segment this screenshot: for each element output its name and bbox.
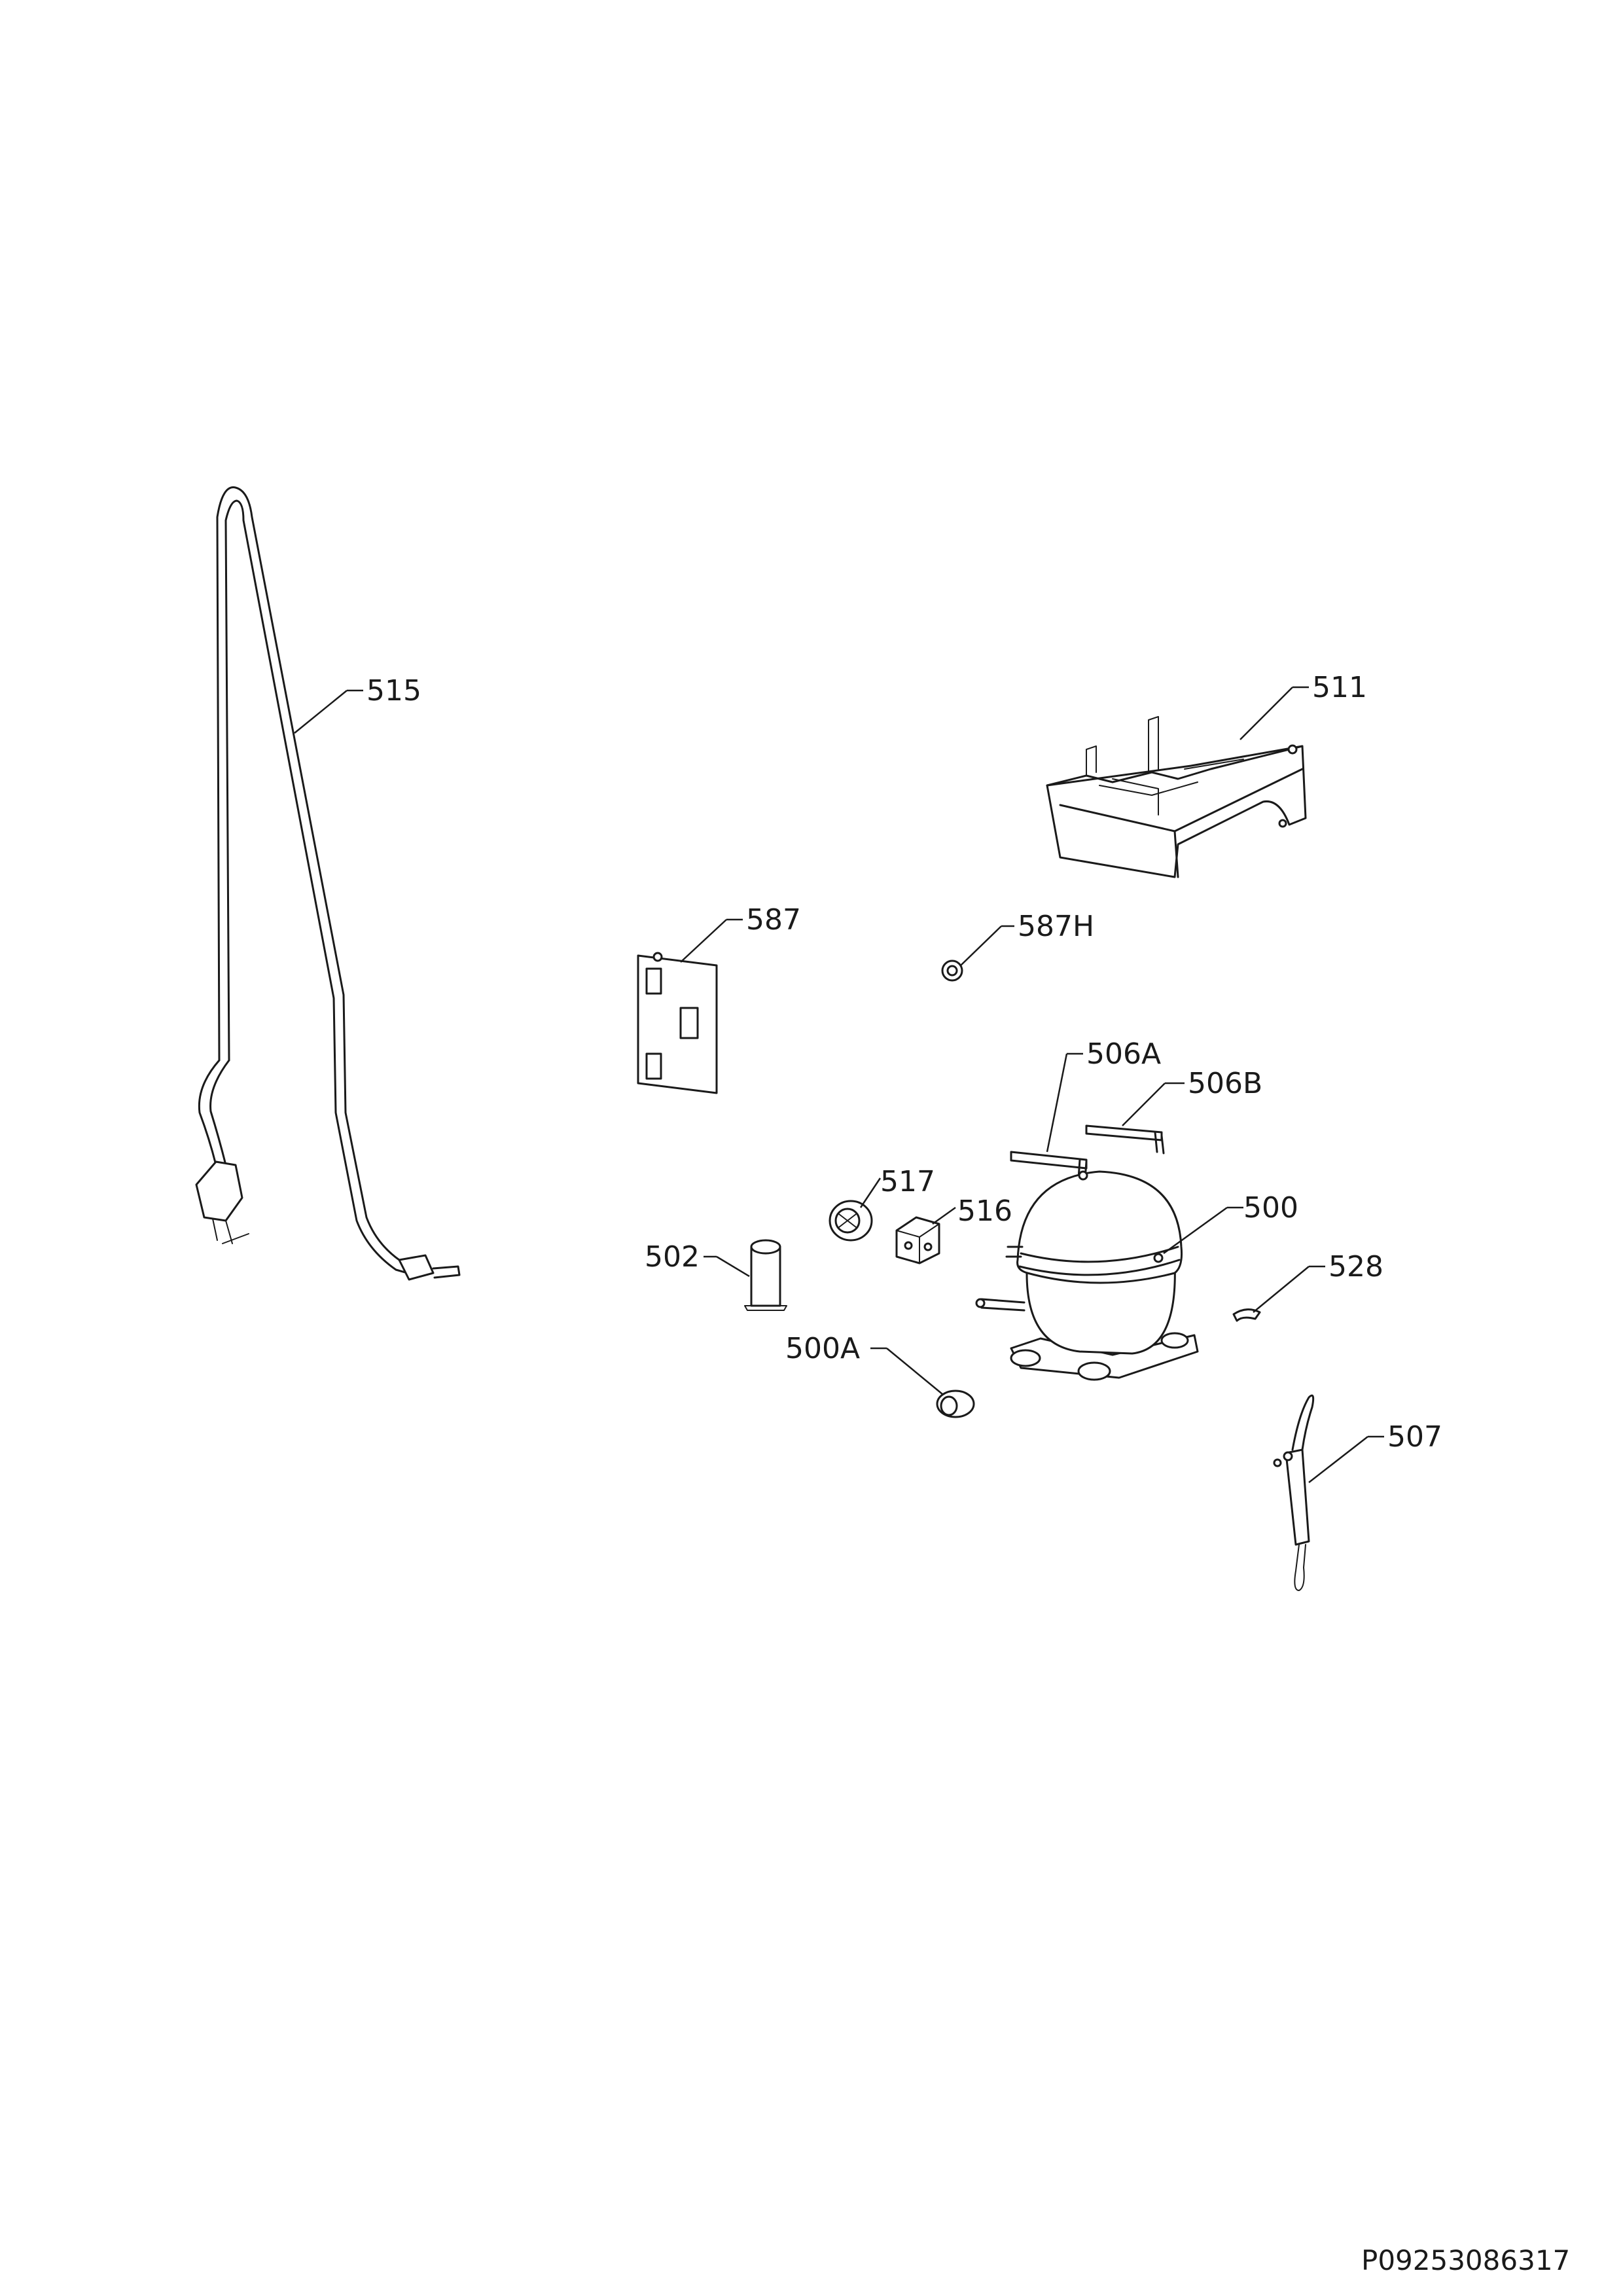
label-506B: 506B — [1188, 1067, 1262, 1100]
part-516-start-relay — [895, 1216, 940, 1265]
part-587-control-board — [637, 952, 718, 1094]
part-500-compressor — [975, 1170, 1199, 1381]
part-515-power-cord — [195, 486, 461, 1281]
part-528-hook-clip — [1232, 1308, 1261, 1322]
label-500A: 500A — [785, 1332, 860, 1365]
label-500: 500 — [1243, 1191, 1298, 1225]
label-515: 515 — [366, 674, 421, 708]
part-500A-rubber-foot — [936, 1390, 975, 1418]
label-528: 528 — [1329, 1250, 1383, 1283]
label-587H: 587H — [1018, 910, 1094, 943]
part-517-overload-protector — [829, 1200, 873, 1242]
part-506B-clip — [1085, 1124, 1165, 1155]
part-587H-grommet — [941, 960, 963, 982]
label-517: 517 — [880, 1165, 935, 1198]
document-id: P09253086317 — [1361, 2244, 1570, 2276]
label-502: 502 — [645, 1240, 700, 1274]
label-511: 511 — [1312, 671, 1367, 704]
part-502-capacitor — [744, 1239, 787, 1311]
label-587: 587 — [746, 903, 801, 937]
label-506A: 506A — [1086, 1037, 1161, 1071]
part-511-drip-tray — [1046, 716, 1307, 878]
label-507: 507 — [1387, 1420, 1442, 1454]
part-507-thermostat — [1273, 1394, 1315, 1591]
label-516: 516 — [957, 1194, 1012, 1228]
